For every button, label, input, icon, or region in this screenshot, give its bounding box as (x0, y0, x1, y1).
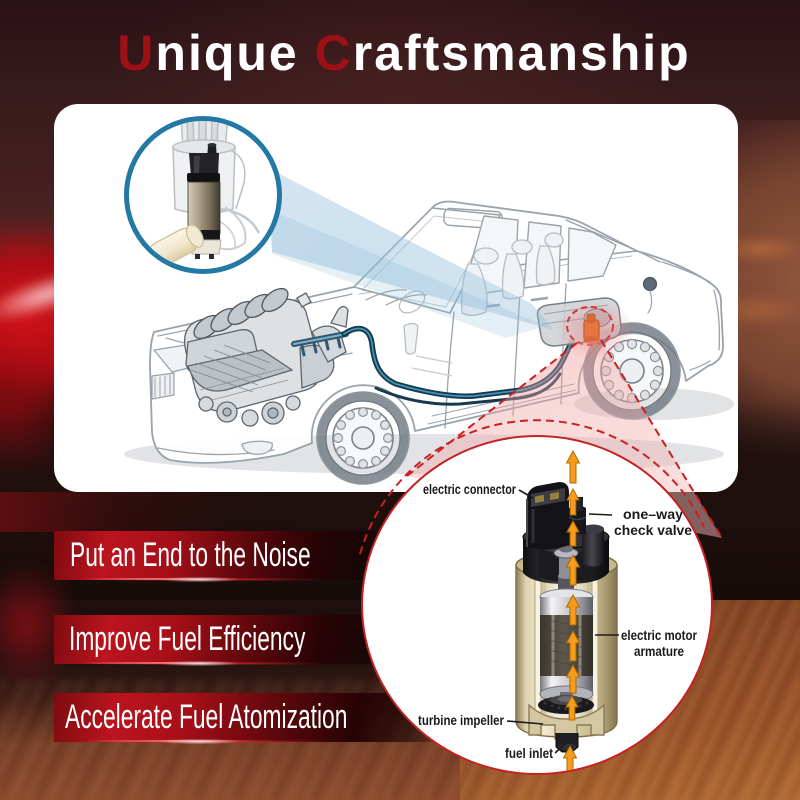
svg-text:turbine impeller: turbine impeller (418, 712, 504, 728)
svg-text:fuel inlet: fuel inlet (505, 745, 553, 761)
svg-text:electric motor: electric motor (621, 627, 697, 643)
svg-text:armature: armature (634, 643, 684, 659)
svg-text:one–way: one–way (623, 506, 683, 522)
svg-text:check valve: check valve (614, 522, 692, 538)
svg-text:electric connector: electric connector (423, 481, 516, 497)
